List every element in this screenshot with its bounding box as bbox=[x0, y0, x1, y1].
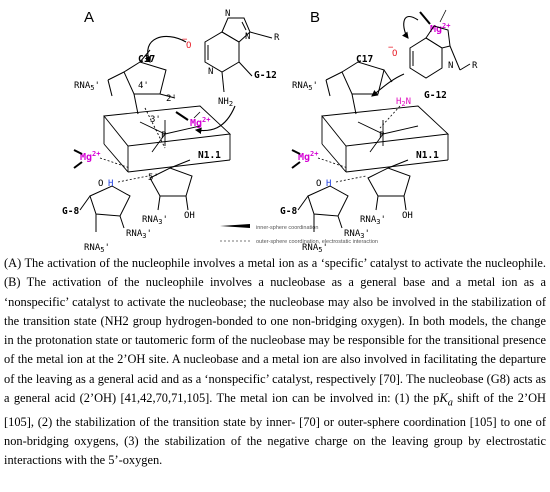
legend-inner-text: inner-sphere coordination bbox=[256, 225, 318, 231]
transition-state-box-a bbox=[103, 105, 232, 173]
g8-sugar-b bbox=[297, 185, 349, 232]
h2n-b: H2N bbox=[396, 97, 411, 108]
legend-inner-wedge bbox=[220, 224, 250, 228]
panel-a: A N N R G-12 O − NH2 N C1 bbox=[62, 9, 280, 252]
mg-low-outer-a bbox=[99, 157, 131, 169]
mg-b-low-outer bbox=[317, 157, 349, 169]
panel-b: B Mg2+ R N G-12 O − H2N C17 RNA bbox=[280, 9, 478, 252]
o-blue-a: O bbox=[98, 179, 103, 189]
g8-label-a: G-8 bbox=[62, 206, 79, 217]
rna3-b: RNA3' bbox=[360, 215, 386, 226]
rna5-bot-b: RNA5' bbox=[302, 243, 328, 252]
mg-b-top: Mg2+ bbox=[430, 22, 450, 35]
h-b: H bbox=[326, 179, 331, 189]
mg-b-ligand-1 bbox=[419, 11, 431, 25]
n1-label-b: N1.1 bbox=[416, 150, 439, 161]
o-minus-b: O bbox=[392, 49, 397, 59]
mg-a-top: Mg2+ bbox=[190, 116, 210, 129]
g8-sugar-a bbox=[79, 185, 131, 232]
legend-outer-text: outer-sphere coordination, electrostatic… bbox=[256, 239, 378, 245]
g12-n-low: N bbox=[208, 67, 213, 77]
arrow-n-to-h-b bbox=[371, 73, 405, 97]
o4-a: 4' bbox=[138, 81, 149, 91]
mg-a-low: Mg2+ bbox=[80, 150, 100, 163]
o-minus-sign-a: − bbox=[182, 35, 188, 45]
rna3-a: RNA3' bbox=[142, 215, 168, 226]
g12-label-b: G-12 bbox=[424, 90, 447, 101]
n1-label-a: N1.1 bbox=[198, 150, 221, 161]
g8-label-b: G-8 bbox=[280, 206, 297, 217]
o2-a: 2' bbox=[166, 94, 177, 104]
g12-n-top: N bbox=[225, 9, 230, 19]
mg-ligand-a2 bbox=[193, 111, 201, 119]
g12-label-a: G-12 bbox=[254, 70, 277, 81]
mg-ligand-a1 bbox=[175, 111, 189, 121]
h-bond-a bbox=[117, 175, 149, 183]
caption-part-1: (A) The activation of the nucleophile in… bbox=[4, 256, 546, 406]
o-blue-b: O bbox=[316, 179, 321, 189]
transition-state-box-b bbox=[321, 105, 450, 173]
g12-nucleobase-b bbox=[409, 25, 471, 79]
c17-sugar-a bbox=[107, 49, 176, 115]
caption-pka-k: K bbox=[439, 391, 448, 406]
caption-pka-a: a bbox=[447, 397, 453, 409]
mg-b-low-ligand-2 bbox=[291, 161, 301, 169]
rna3-b2: RNA3' bbox=[344, 229, 370, 240]
c17-sugar-b bbox=[325, 61, 393, 115]
n1-sugar-a bbox=[149, 159, 193, 211]
rna5-top-a: RNA5' bbox=[74, 81, 100, 92]
arrow-o-to-ring bbox=[144, 35, 187, 64]
c17-label-b: C17 bbox=[356, 54, 373, 65]
g12-nucleobase-a bbox=[204, 17, 273, 93]
panel-b-letter: B bbox=[310, 9, 320, 26]
oh-b: OH bbox=[402, 211, 413, 221]
phosphorus-b: P bbox=[379, 131, 385, 141]
n1-sugar-b bbox=[367, 159, 411, 211]
o5-a: 5' bbox=[148, 173, 159, 183]
g12-n-b: N bbox=[448, 61, 453, 71]
nh2-a: NH2 bbox=[218, 97, 233, 108]
arrow-mg-b bbox=[402, 16, 419, 39]
rna3-b-a: RNA3' bbox=[126, 229, 152, 240]
o3-a: 3' bbox=[150, 115, 161, 125]
arrow-mg-to-o3 bbox=[194, 105, 236, 135]
mg-low-ligand-1 bbox=[73, 149, 83, 155]
g12-n-ring: N bbox=[245, 32, 250, 42]
oh-a: OH bbox=[184, 211, 195, 221]
phosphorus-a: P bbox=[161, 131, 167, 141]
mechanism-figure: A N N R G-12 O − NH2 N C1 bbox=[62, 9, 478, 252]
caption-part-2: shift of the 2’OH [105], (2) the stabili… bbox=[4, 391, 546, 468]
rna5-top-b: RNA5' bbox=[292, 81, 318, 92]
o-minus-a: O bbox=[186, 41, 191, 51]
h-bond-b bbox=[335, 175, 367, 183]
h-a: H bbox=[108, 179, 113, 189]
c17-label-a: C17 bbox=[138, 54, 155, 65]
mg-b-low-ligand-1 bbox=[291, 149, 301, 155]
mg-b-ligand-2 bbox=[439, 9, 447, 23]
g12-r: R bbox=[274, 33, 280, 43]
mg-low-ligand-2 bbox=[73, 161, 83, 169]
g12-r-b: R bbox=[472, 61, 478, 71]
mg-b-low: Mg2+ bbox=[298, 150, 318, 163]
o-minus-sign-b: − bbox=[388, 43, 394, 53]
figure-caption: (A) The activation of the nucleophile in… bbox=[4, 254, 546, 471]
rna5-bot-a: RNA5' bbox=[84, 243, 110, 252]
legend: inner-sphere coordination outer-sphere c… bbox=[220, 224, 378, 245]
panel-a-letter: A bbox=[84, 9, 94, 26]
